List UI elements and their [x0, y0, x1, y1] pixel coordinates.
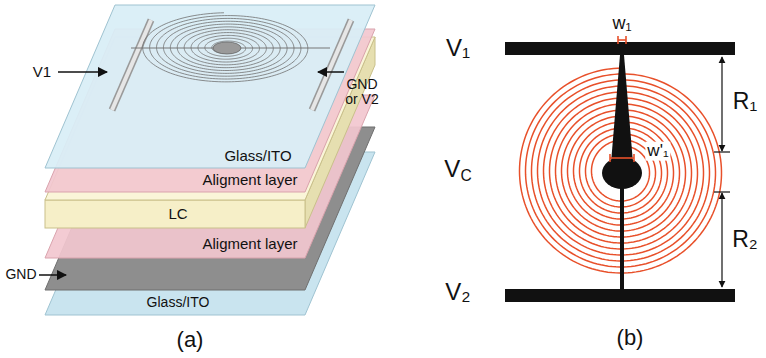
panel-label: (b) — [617, 326, 644, 350]
pointer-arrow — [58, 71, 107, 73]
spiral-winding — [143, 13, 308, 82]
radius-label: R₂ — [732, 227, 758, 252]
radius-label: R₁ — [733, 89, 757, 114]
electrode-bar — [112, 20, 151, 110]
layer-stack — [39, 5, 375, 315]
signal-name: GND — [5, 267, 36, 282]
pointer-arrow — [39, 274, 66, 276]
dimension-line — [721, 193, 722, 287]
layer-name: Glass/ITO — [147, 295, 210, 310]
top-glass — [45, 5, 375, 168]
center-electrode — [213, 42, 241, 54]
width-marker — [625, 36, 627, 44]
voltage-label: VC — [444, 156, 471, 184]
electrode-bar — [312, 20, 351, 110]
lc-front — [45, 200, 305, 228]
dimension-line — [721, 57, 722, 151]
panel-label: (a) — [177, 328, 204, 352]
layer-name: LC — [168, 206, 187, 223]
center-electrode — [602, 157, 642, 189]
layer-name: Aligment layer — [202, 236, 297, 253]
width-marker — [617, 36, 619, 44]
spiral-electrode — [143, 13, 308, 82]
electrode-bar — [312, 20, 351, 110]
dimension-tick — [714, 151, 730, 152]
layer-name: Glass/ITO — [224, 148, 291, 165]
spiral-panel — [505, 36, 735, 302]
bus-bar — [505, 42, 735, 55]
layer-name: Aligment layer — [202, 172, 297, 189]
signal-name: V1 — [33, 64, 51, 81]
voltage-label: V₂ — [445, 279, 470, 305]
signal-name: GND or V2 — [345, 77, 379, 108]
dimension-tick — [714, 191, 730, 192]
voltage-label: V₁ — [446, 35, 470, 61]
pointer-arrow — [318, 71, 344, 73]
width-marker — [633, 154, 635, 162]
width-marker — [610, 157, 634, 159]
electrode-bar — [112, 20, 151, 110]
width-marker — [618, 39, 626, 41]
width-marker — [609, 154, 611, 162]
width-label: w₁ — [612, 14, 631, 34]
bus-bar — [505, 289, 735, 302]
feed-line — [620, 185, 624, 290]
tapered-feed — [611, 55, 633, 163]
width-label: w'₁ — [645, 142, 670, 161]
